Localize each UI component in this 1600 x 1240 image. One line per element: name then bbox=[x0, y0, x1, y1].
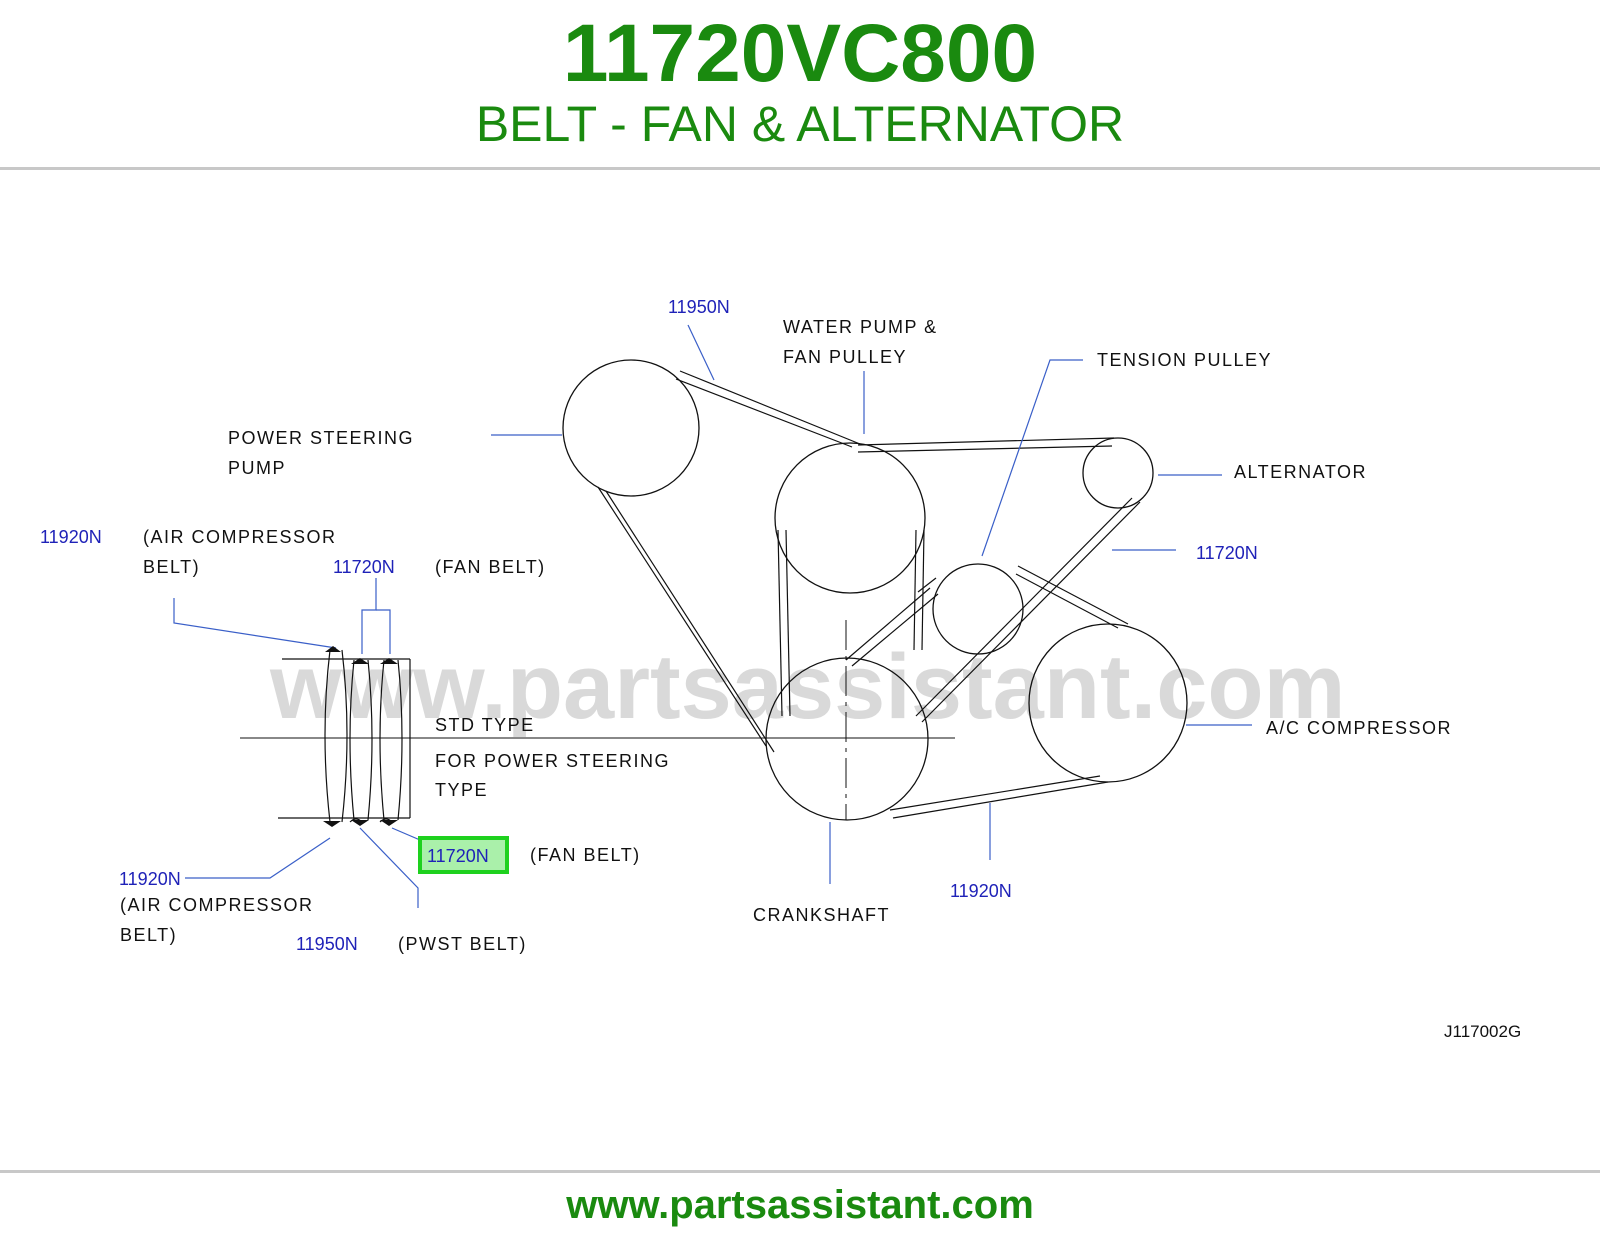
part-link-11720n-top[interactable]: 11720N bbox=[333, 557, 395, 577]
belt-ends bbox=[323, 646, 398, 827]
page-title: 11720VC800 bbox=[562, 8, 1038, 99]
part-link-11920n-bottom-left[interactable]: 11920N bbox=[119, 869, 181, 889]
part-link-11720n-right[interactable]: 11720N bbox=[1196, 543, 1258, 563]
air-compressor-belt-label-line2: BELT) bbox=[143, 557, 200, 577]
std-type-label: STD TYPE bbox=[435, 715, 535, 735]
crankshaft-label: CRANKSHAFT bbox=[753, 905, 890, 925]
ac-compressor-label: A/C COMPRESSOR bbox=[1266, 718, 1452, 738]
part-link-11950n-bottom[interactable]: 11950N bbox=[296, 934, 358, 954]
part-link-11720n-highlighted[interactable]: 11720N bbox=[427, 846, 489, 866]
part-description: BELT - FAN & ALTERNATOR bbox=[475, 96, 1125, 152]
fan-belt-label-top: (FAN BELT) bbox=[435, 557, 546, 577]
part-link-11920n-left[interactable]: 11920N bbox=[40, 527, 102, 547]
water-pump-label: WATER PUMP & bbox=[783, 317, 938, 337]
center-lines bbox=[240, 620, 955, 820]
power-steering-label-line2: PUMP bbox=[228, 458, 286, 478]
highlight-box bbox=[418, 836, 509, 874]
belt-diagram: www.partsassistant.com bbox=[40, 297, 1521, 1041]
footer-site-link[interactable]: www.partsassistant.com bbox=[566, 1183, 1034, 1227]
belts bbox=[597, 370, 1141, 819]
alternator-pulley bbox=[1082, 437, 1154, 509]
for-power-steering-label-line2: TYPE bbox=[435, 780, 488, 800]
water-pump-label-line2: FAN PULLEY bbox=[783, 347, 907, 367]
alternator-label: ALTERNATOR bbox=[1234, 462, 1367, 482]
tension-pulley-label: TENSION PULLEY bbox=[1097, 350, 1272, 370]
air-compressor-belt-label: (AIR COMPRESSOR bbox=[143, 527, 337, 547]
part-link-11950n-top[interactable]: 11950N bbox=[668, 297, 730, 317]
diagram-reference-code: J117002G bbox=[1444, 1022, 1521, 1041]
part-link-11920n-bottom-right[interactable]: 11920N bbox=[950, 881, 1012, 901]
fan-belt-label-bottom: (FAN BELT) bbox=[530, 845, 641, 865]
footer-divider bbox=[0, 1170, 1600, 1173]
page-header: 11720VC800 BELT - FAN & ALTERNATOR bbox=[0, 0, 1600, 168]
air-compressor-belt-label-bottom: (AIR COMPRESSOR bbox=[120, 895, 314, 915]
watermark-text: www.partsassistant.com bbox=[269, 636, 1345, 738]
air-compressor-belt-label-bottom-line2: BELT) bbox=[120, 925, 177, 945]
pwst-belt-label: (PWST BELT) bbox=[398, 934, 527, 954]
leader-lines bbox=[173, 324, 1252, 908]
power-steering-label: POWER STEERING bbox=[228, 428, 414, 448]
water-pump-pulley bbox=[774, 442, 926, 594]
for-power-steering-label: FOR POWER STEERING bbox=[435, 751, 670, 771]
header-divider bbox=[0, 167, 1600, 170]
power-steering-pulley bbox=[562, 359, 700, 497]
